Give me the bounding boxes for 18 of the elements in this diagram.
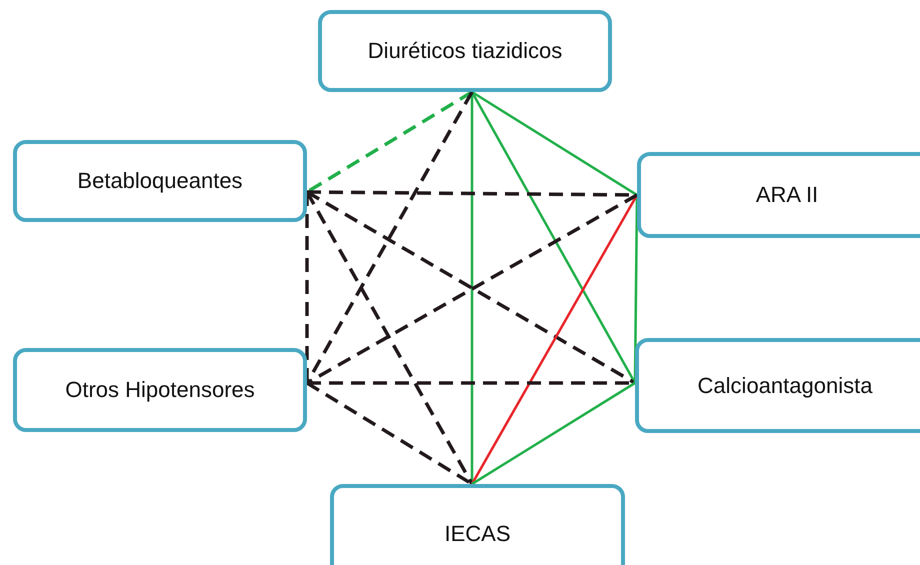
drug-box bbox=[13, 140, 307, 222]
drug-box bbox=[13, 348, 307, 432]
drug-box bbox=[330, 484, 625, 565]
drug-label: ARA II bbox=[756, 182, 818, 208]
connector-line bbox=[471, 90, 638, 196]
drug-box bbox=[635, 338, 920, 433]
connector-line bbox=[306, 90, 473, 194]
drug-box bbox=[318, 10, 612, 92]
drug-label: Diuréticos tiazidicos bbox=[368, 38, 562, 64]
connector-line bbox=[471, 382, 636, 486]
drug-label: Betabloqueantes bbox=[77, 168, 243, 194]
drug-label: IECAS bbox=[444, 521, 511, 547]
drug-label: Otros Hipotensores bbox=[65, 377, 255, 403]
drug-box bbox=[637, 152, 920, 238]
connector-line bbox=[470, 92, 474, 484]
connector-line bbox=[306, 382, 473, 486]
drug-label: Calcioantagonista bbox=[698, 372, 872, 398]
connector-line bbox=[470, 194, 638, 485]
